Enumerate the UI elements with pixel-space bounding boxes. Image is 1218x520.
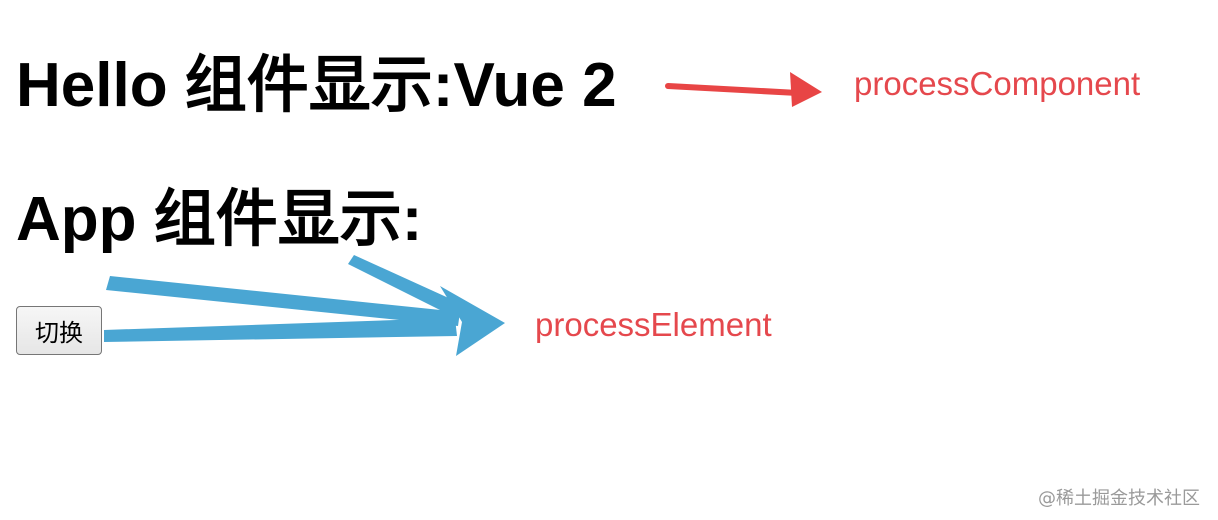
process-component-label: processComponent: [854, 65, 1141, 102]
toggle-button[interactable]: 切换: [16, 306, 102, 355]
red-arrow-icon: [665, 72, 822, 107]
blue-arrow-icon: [104, 255, 505, 356]
process-element-label: processElement: [535, 306, 772, 343]
hello-component-heading: Hello 组件显示:Vue 2: [16, 51, 617, 120]
watermark: @稀土掘金技术社区: [1038, 488, 1200, 509]
app-component-heading: App 组件显示:: [16, 185, 423, 254]
